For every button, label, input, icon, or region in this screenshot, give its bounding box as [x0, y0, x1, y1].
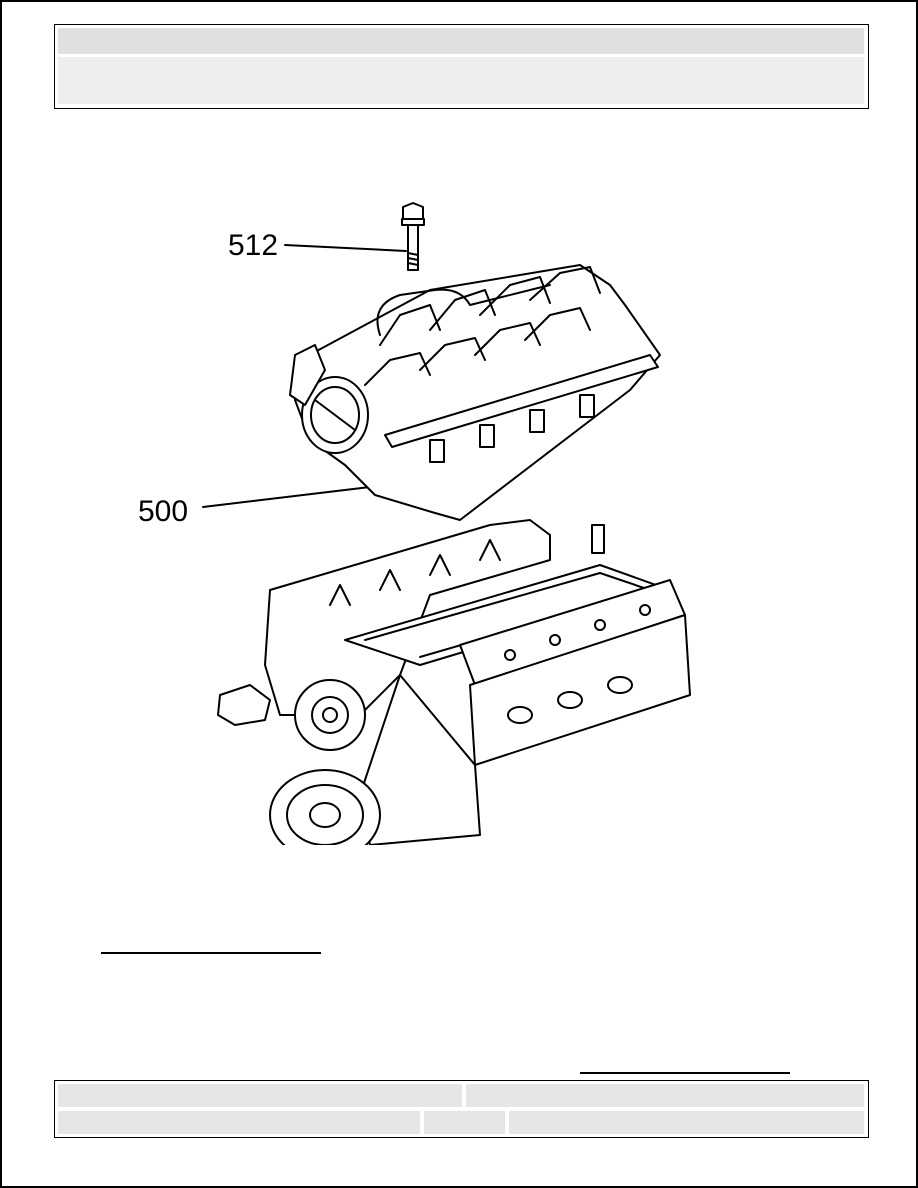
- footer-cell: [509, 1111, 864, 1134]
- callout-leader-512: [284, 244, 407, 252]
- header-table: [54, 24, 869, 109]
- link-underline-right[interactable]: [580, 1072, 790, 1074]
- intake-manifold-500: [289, 264, 661, 521]
- footer-table: [54, 1080, 869, 1138]
- link-underline-left[interactable]: [101, 952, 321, 954]
- header-subtitle-row: [58, 57, 864, 104]
- callout-label-512: 512: [228, 229, 278, 262]
- footer-cell: [424, 1111, 505, 1134]
- callout-leader-500: [202, 486, 371, 508]
- footer-cell: [466, 1084, 864, 1107]
- footer-cell: [58, 1111, 420, 1134]
- bolt-512: [401, 202, 425, 271]
- engine-block: [217, 519, 691, 845]
- callout-label-500: 500: [138, 495, 188, 528]
- engine-intake-manifold-illustration: 512 500: [138, 202, 691, 845]
- header-title-row: [58, 28, 864, 54]
- footer-cell: [58, 1084, 462, 1107]
